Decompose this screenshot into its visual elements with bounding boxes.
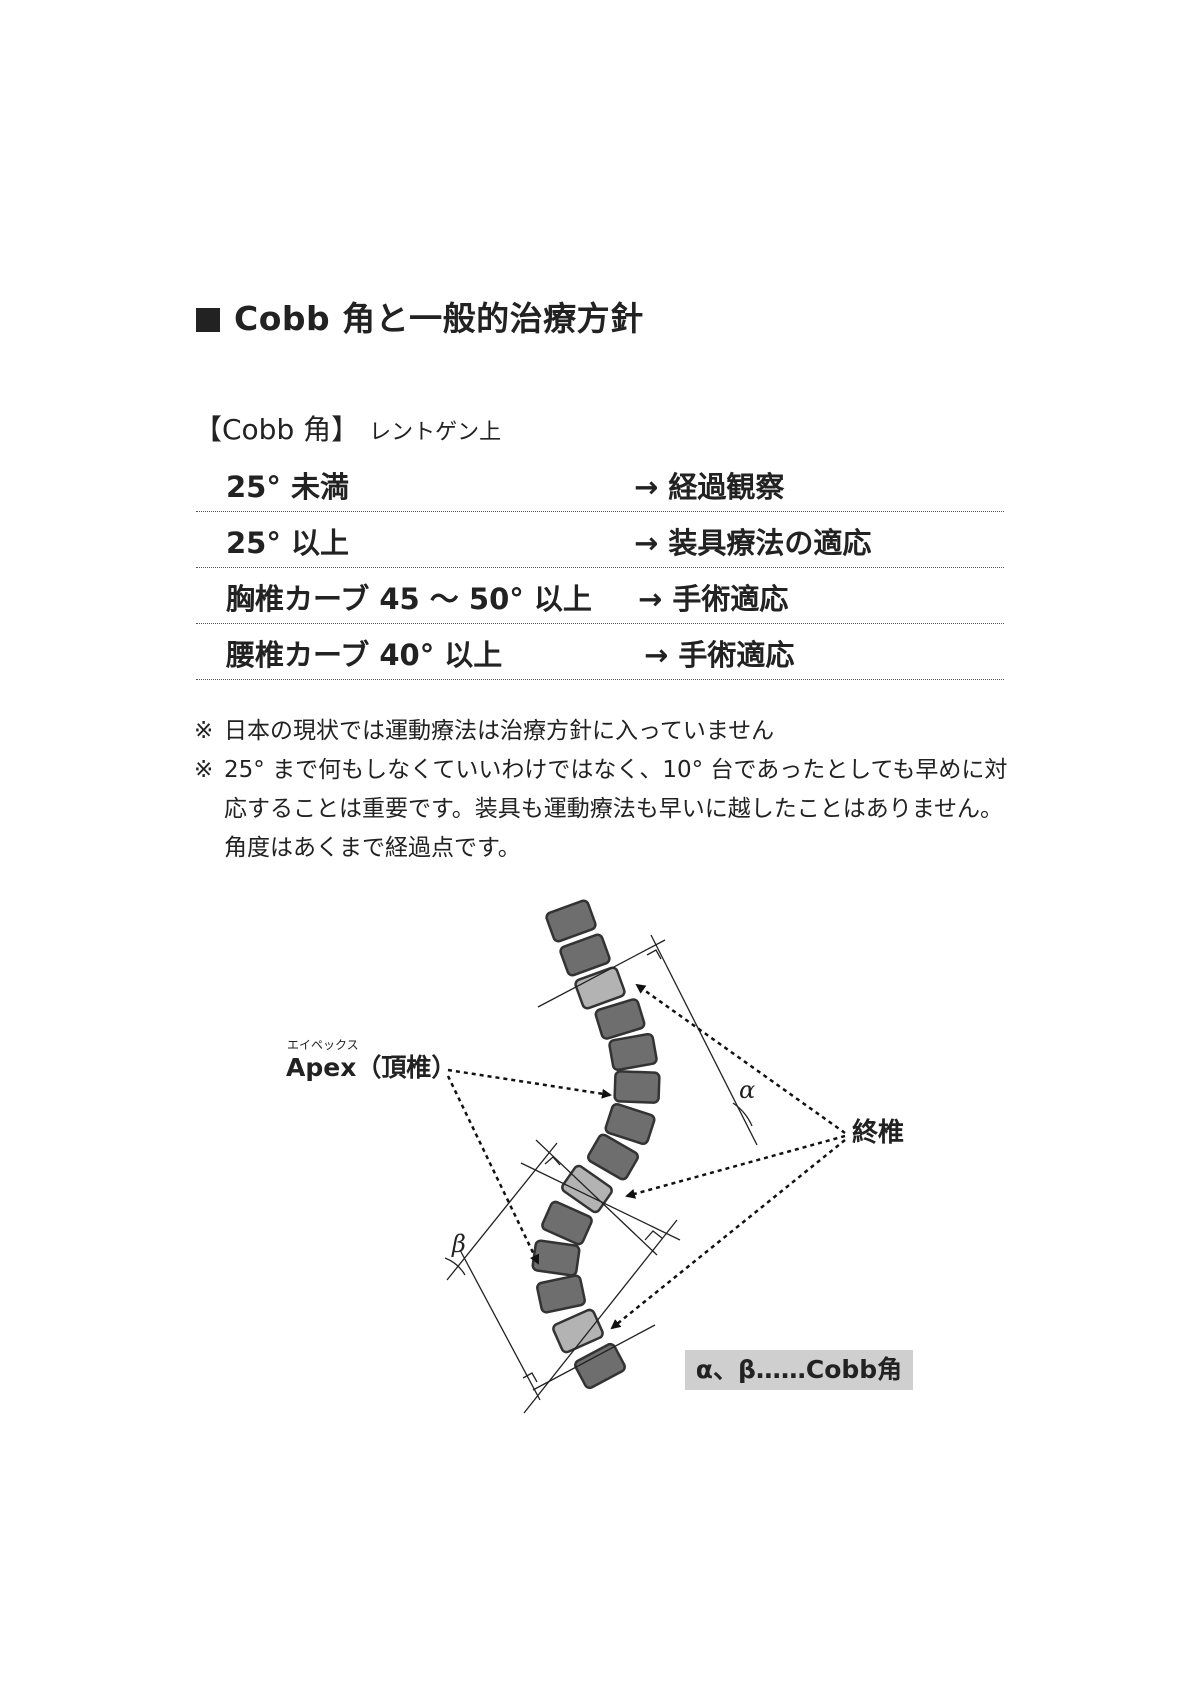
subheading-sub: レントゲン上	[369, 420, 502, 445]
apex-label: Apex（頂椎）	[286, 1053, 456, 1082]
criteria-condition: 腰椎カーブ 40° 以上	[226, 638, 503, 672]
subheading-main: 【Cobb 角】	[194, 413, 360, 446]
apex-arrow	[446, 1075, 540, 1265]
end-vertebra-arrow	[625, 1134, 846, 1199]
criteria-condition: 25° 以上	[226, 526, 349, 560]
treatment-criteria-table: 25° 未満 → 経過観察 25° 以上 → 装具療法の適応 胸椎カーブ 45 …	[196, 456, 1004, 680]
criteria-condition: 25° 未満	[226, 470, 349, 504]
vertebra	[541, 1200, 593, 1246]
reference-mark-icon: ※	[194, 757, 214, 783]
criteria-condition: 胸椎カーブ 45 ～ 50° 以上	[226, 582, 592, 616]
reference-mark-icon: ※	[194, 718, 214, 744]
vertebra	[574, 1342, 626, 1390]
note-item: ※ 日本の現状では運動療法は治療方針に入っていません	[194, 712, 1014, 751]
vertebra	[604, 1102, 656, 1146]
criteria-result: → 装具療法の適応	[634, 526, 872, 560]
end-vertebra-arrow	[635, 983, 846, 1135]
notes: ※ 日本の現状では運動療法は治療方針に入っていません ※ 25° まで何もしなくてい…	[194, 712, 1014, 868]
vertebra	[594, 998, 646, 1040]
end-vertebra-arrow	[610, 1139, 846, 1330]
heading-text: Cobb 角と一般的治療方針	[234, 299, 644, 338]
note-text: 25° まで何もしなくていいわけではなく、10° 台であったとしても早めに対応す…	[224, 757, 1008, 861]
cobb-angle-subheading: 【Cobb 角】レントゲン上	[194, 408, 501, 448]
note-item: ※ 25° まで何もしなくていいわけではなく、10° 台であったとしても早めに対応…	[194, 751, 1014, 868]
pointer-arrows	[446, 983, 846, 1330]
end-vertebra-label: 終椎	[852, 1117, 904, 1148]
page-heading: Cobb 角と一般的治療方針	[196, 292, 644, 340]
apex-arrow	[447, 1068, 612, 1099]
note-text: 日本の現状では運動療法は治療方針に入っていません	[224, 718, 775, 744]
alpha-label: α	[739, 1076, 755, 1104]
vertebra	[536, 1274, 586, 1314]
spine	[531, 899, 661, 1390]
vertebra	[608, 1032, 658, 1072]
vertebra	[545, 899, 597, 943]
criteria-result: → 手術適応	[644, 638, 795, 672]
criteria-row: 胸椎カーブ 45 ～ 50° 以上 → 手術適応	[196, 568, 1004, 624]
vertebra	[559, 933, 611, 977]
vertebra	[531, 1239, 581, 1277]
criteria-result: → 経過観察	[634, 470, 785, 504]
cobb-construction-lines	[444, 934, 758, 1414]
criteria-row: 腰椎カーブ 40° 以上 → 手術適応	[196, 624, 1004, 680]
square-bullet-icon	[196, 308, 220, 332]
end-vertebra	[574, 966, 626, 1010]
criteria-result: → 手術適応	[638, 582, 789, 616]
scoliosis-cobb-diagram: α β エイペックス Apex（頂椎） 終椎	[286, 899, 904, 1414]
apex-ruby: エイペックス	[287, 1038, 359, 1052]
end-vertebra	[552, 1308, 604, 1354]
apex-vertebra	[613, 1070, 661, 1104]
vertebra	[587, 1133, 639, 1181]
criteria-row: 25° 以上 → 装具療法の適応	[196, 512, 1004, 568]
cobb-angle-legend: α、β……Cobb角	[685, 1350, 913, 1390]
criteria-row: 25° 未満 → 経過観察	[196, 456, 1004, 512]
beta-label: β	[451, 1230, 466, 1258]
